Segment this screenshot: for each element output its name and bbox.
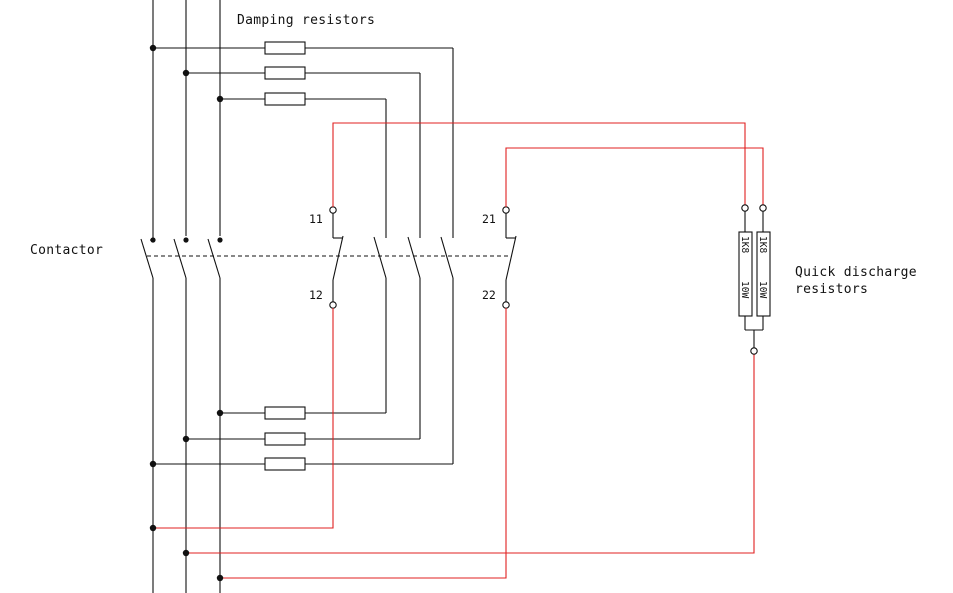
- resistor-left-power: 10W: [739, 281, 750, 298]
- terminal-22-label: 22: [482, 288, 496, 302]
- quick-discharge-resistors: 1K8 10W 1K8 10W: [738, 204, 771, 355]
- resistor-right-power: 10W: [757, 281, 768, 298]
- contactor-main-contacts: [140, 236, 223, 279]
- damping-contacts: [373, 236, 454, 279]
- damping-resistors-label: Damping resistors: [237, 13, 375, 28]
- terminal-21-label: 21: [482, 212, 496, 226]
- discharge-wiring: [153, 122, 764, 579]
- terminal-12-label: 12: [309, 288, 323, 302]
- terminal-11-label: 11: [309, 212, 323, 226]
- bus-junction-dots: [149, 524, 224, 582]
- contactor-label: Contactor: [30, 243, 103, 258]
- aux-contact-11-12: [329, 206, 344, 309]
- bottom-damping-resistors: [149, 278, 454, 471]
- resistor-right-value: 1K8: [757, 236, 768, 253]
- quick-discharge-label-line2: resistors: [795, 282, 868, 297]
- supply-bus-lines: [152, 0, 221, 593]
- quick-discharge-label-line1: Quick discharge: [795, 265, 917, 280]
- top-damping-resistors: [149, 41, 454, 238]
- resistor-left-value: 1K8: [739, 236, 750, 253]
- aux-contact-21-22: [502, 206, 517, 309]
